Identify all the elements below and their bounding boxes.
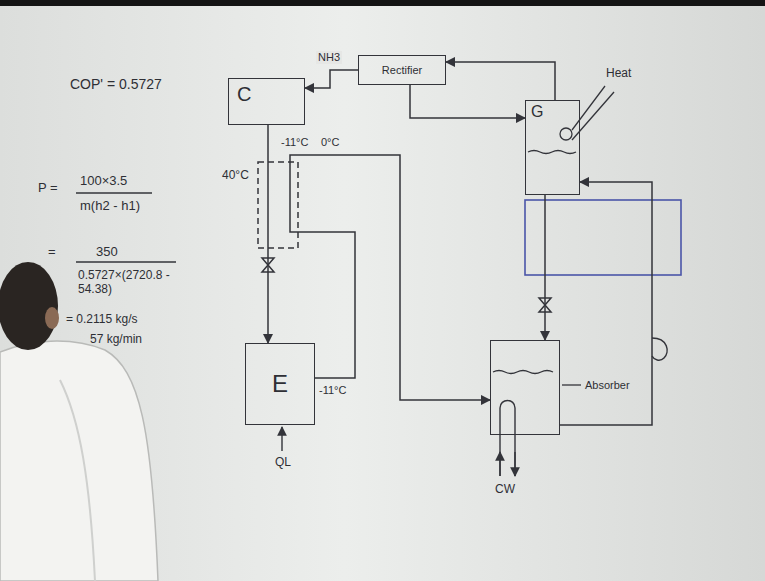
handwritten-note: = — [48, 244, 56, 260]
component-box: C — [228, 78, 305, 125]
handwritten-note: QL — [275, 455, 291, 469]
person-shirt — [0, 341, 158, 581]
handwritten-note: 100×3.5 — [80, 173, 127, 189]
handwritten-note: COP' = 0.5727 — [70, 76, 162, 93]
flow-line — [267, 125, 269, 343]
handwritten-note: = 0.2115 kg/s — [66, 312, 138, 326]
flow-line — [560, 182, 652, 425]
handwritten-note: -11°C — [319, 384, 346, 397]
flow-arrow — [514, 452, 515, 476]
pump-symbol — [652, 338, 667, 360]
component-label: Absorber — [585, 379, 630, 392]
handwritten-note: CW — [495, 482, 515, 496]
flow-arrow — [499, 452, 500, 476]
component-box: Absorber — [490, 340, 560, 435]
handwritten-note: 40°C — [222, 168, 249, 182]
handwritten-note: 0°C — [321, 136, 339, 149]
heating-coil — [560, 128, 572, 140]
handwritten-note: 57 kg/min — [90, 332, 142, 346]
component-label: G — [531, 103, 543, 121]
leader-line — [562, 384, 581, 385]
flow-line — [305, 70, 358, 88]
subcooler-box — [258, 162, 298, 248]
component-label: Rectifier — [382, 64, 422, 77]
flow-line — [544, 195, 546, 340]
fraction-line — [76, 192, 152, 194]
cooling-water-coil — [500, 401, 515, 477]
handwritten-note: 0.5727×(2720.8 - 54.38) — [78, 268, 182, 297]
component-box: G — [525, 100, 580, 195]
handwritten-note: Heat — [606, 66, 631, 80]
handwritten-note: -11°C — [281, 136, 308, 149]
liquid-level — [493, 371, 553, 374]
flow-label: NH3 — [316, 51, 342, 64]
shirt-fold — [60, 380, 95, 581]
handwritten-note: P = — [38, 180, 58, 196]
component-label: E — [272, 370, 288, 398]
liquid-level — [528, 151, 576, 154]
fraction-line — [76, 261, 176, 263]
flow-line — [446, 62, 555, 100]
heat-load-arrow — [281, 427, 282, 451]
handwritten-note: m(h2 - h1) — [80, 198, 140, 214]
person-ear — [45, 307, 59, 329]
flow-line — [290, 155, 490, 400]
component-box: E — [245, 343, 315, 425]
handwritten-note: 350 — [96, 244, 118, 260]
component-label: C — [237, 83, 251, 106]
flow-line — [410, 85, 525, 118]
board-frame — [0, 0, 765, 6]
solution-heat-exchanger — [525, 200, 681, 275]
person-head — [0, 262, 58, 350]
component-box: Rectifier — [358, 55, 446, 85]
